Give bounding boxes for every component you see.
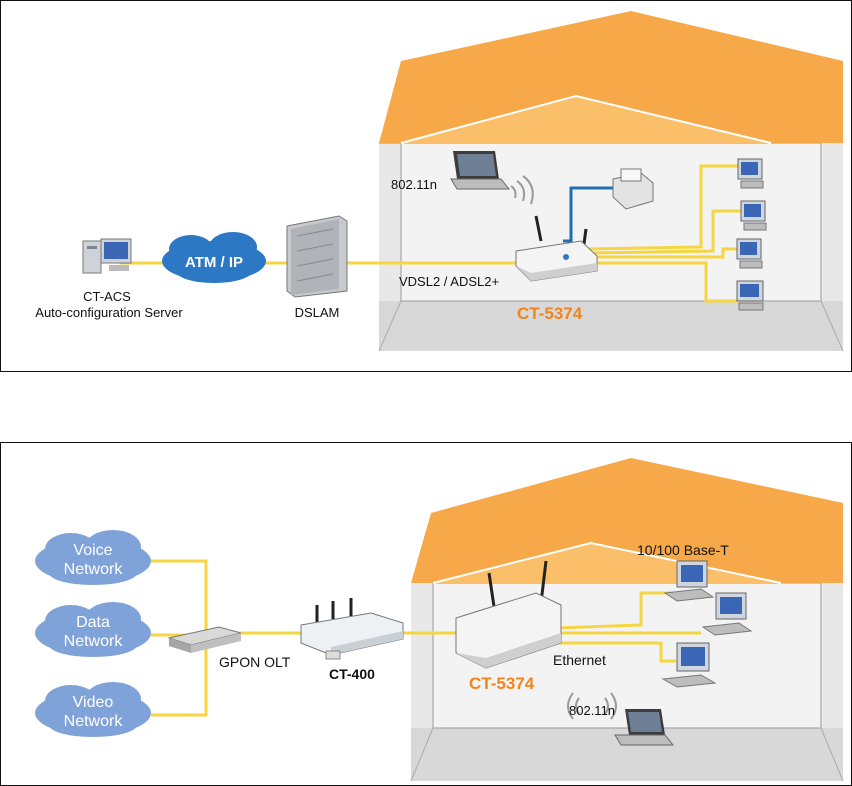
router-model-label: CT-5374 xyxy=(517,304,583,323)
data-cloud-line1: Data xyxy=(76,614,110,631)
video-cloud-line2: Network xyxy=(64,713,124,730)
dslam-icon xyxy=(287,216,347,297)
voice-cloud-line2: Network xyxy=(64,561,124,578)
voice-cloud-line1: Voice xyxy=(73,542,112,559)
house-top xyxy=(379,11,843,351)
server-icon xyxy=(83,239,131,273)
ethernet-label: Ethernet xyxy=(553,652,606,668)
data-cloud-line2: Network xyxy=(64,633,124,650)
pc-icon-4 xyxy=(737,281,763,310)
bottom-network-diagram: Voice Network Data Network Video Network… xyxy=(0,442,852,786)
pc-icon-2 xyxy=(741,201,766,230)
lan-label: 10/100 Base-T xyxy=(637,542,729,558)
server-name-label: CT-ACS xyxy=(83,289,131,304)
link-label: VDSL2 / ADSL2+ xyxy=(399,274,499,289)
cloud-label: ATM / IP xyxy=(185,254,243,271)
wifi-label: 802.11n xyxy=(391,177,437,192)
pc-icon-3 xyxy=(737,239,762,268)
ont-label: CT-400 xyxy=(329,666,375,682)
router-model-label: CT-5374 xyxy=(469,674,535,693)
ont-icon xyxy=(301,598,403,659)
top-network-diagram: ATM / IP CT-ACS Auto-configuration Serve… xyxy=(0,0,852,372)
wifi-label: 802.11n xyxy=(569,703,615,718)
video-cloud-line1: Video xyxy=(73,694,114,711)
bottom-diagram-canvas: Voice Network Data Network Video Network… xyxy=(1,443,851,785)
gpon-olt-icon xyxy=(169,627,241,653)
server-desc-label: Auto-configuration Server xyxy=(35,305,183,320)
pc-icon-1 xyxy=(738,159,763,188)
dslam-label: DSLAM xyxy=(295,305,340,320)
olt-label: GPON OLT xyxy=(219,654,291,670)
top-diagram-canvas: ATM / IP CT-ACS Auto-configuration Serve… xyxy=(1,1,851,371)
